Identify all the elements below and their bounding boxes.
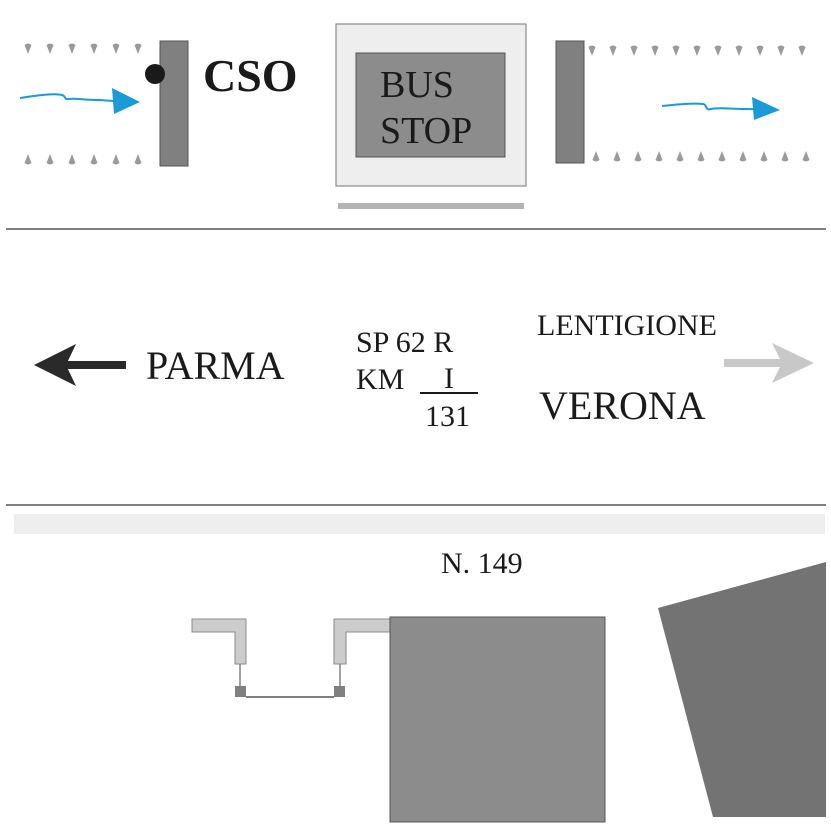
road-sign-section: PARMA SP 62 R KM I 131 LENTIGIONE VERONA — [34, 309, 814, 433]
right-destination-2: VERONA — [539, 383, 706, 428]
droplet — [90, 43, 98, 54]
droplet — [672, 45, 680, 56]
droplet — [655, 151, 663, 162]
right-flow-arrow-head — [752, 97, 780, 120]
left-flow-arrow-head — [112, 88, 140, 114]
right-pillar — [555, 40, 585, 164]
droplet — [112, 154, 120, 165]
bottom-section: N. 149 — [14, 514, 826, 823]
droplet — [609, 45, 617, 56]
left-destination: PARMA — [146, 343, 285, 388]
droplet — [68, 154, 76, 165]
gate-right-bracket — [333, 618, 391, 665]
droplet — [676, 151, 684, 162]
droplet — [714, 45, 722, 56]
droplet — [613, 151, 621, 162]
droplet — [68, 43, 76, 54]
gate-left-bracket — [191, 618, 247, 665]
droplet — [630, 45, 638, 56]
left-arrow-shaft — [62, 361, 126, 369]
sidewalk-band — [14, 514, 825, 534]
droplet — [802, 151, 810, 162]
droplet — [798, 45, 806, 56]
right-arrow-shaft — [724, 359, 788, 367]
droplet — [739, 151, 747, 162]
droplet — [592, 151, 600, 162]
top-section: CSO BUS STOP — [19, 23, 810, 209]
gate-hinge-right — [334, 686, 345, 697]
droplet — [112, 43, 120, 54]
right-destination-1: LENTIGIONE — [537, 309, 717, 342]
left-pillar — [159, 40, 189, 167]
building — [389, 616, 606, 823]
droplet — [777, 45, 785, 56]
cso-label: CSO — [203, 50, 298, 101]
droplet — [756, 45, 764, 56]
curb-line — [338, 203, 524, 209]
km-label: KM — [356, 363, 404, 396]
cso-dot — [145, 64, 165, 84]
droplet — [90, 154, 98, 165]
droplet — [46, 154, 54, 165]
bus-stop-line2: STOP — [380, 110, 472, 152]
droplet — [24, 43, 32, 54]
house-number: N. 149 — [441, 547, 523, 580]
tilted-building — [658, 562, 826, 817]
droplet — [693, 45, 701, 56]
droplet — [24, 154, 32, 165]
droplet — [697, 151, 705, 162]
droplet — [781, 151, 789, 162]
km-numerator: I — [444, 362, 454, 395]
droplet — [46, 43, 54, 54]
droplet-rows — [24, 43, 810, 165]
left-arrow-head — [34, 344, 76, 386]
droplet — [634, 151, 642, 162]
droplet — [588, 45, 596, 56]
droplet — [134, 154, 142, 165]
bus-stop-line1: BUS — [380, 64, 454, 106]
right-arrow-head — [772, 343, 814, 383]
road-code: SP 62 R — [356, 326, 453, 359]
droplet — [651, 45, 659, 56]
droplet — [760, 151, 768, 162]
gate-hinge-left — [235, 686, 246, 697]
droplet — [735, 45, 743, 56]
left-flow-arrow — [19, 93, 139, 103]
droplet — [718, 151, 726, 162]
bus-shelter-inner — [355, 52, 506, 158]
km-denominator: 131 — [425, 400, 470, 433]
droplet — [134, 43, 142, 54]
